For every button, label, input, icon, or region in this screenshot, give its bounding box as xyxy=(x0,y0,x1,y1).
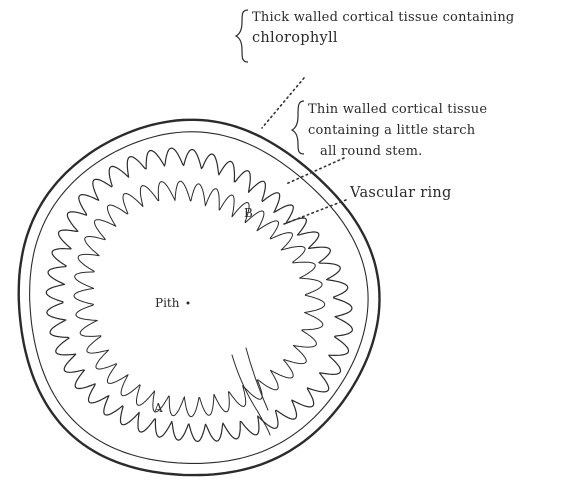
label-thick-cortex-line2: chlorophyll xyxy=(252,30,338,46)
label-vascular-ring: Vascular ring xyxy=(349,185,452,201)
label-mark-a: A xyxy=(153,401,163,415)
leader-vascular-ring xyxy=(284,200,346,224)
label-mark-b: B xyxy=(244,206,253,220)
brace-thin-cortex xyxy=(292,101,304,154)
thick-cortex-inner-boundary xyxy=(30,132,369,464)
leader-thin-cortex xyxy=(286,158,344,184)
outer-epidermis-outline xyxy=(19,120,380,475)
label-pith: Pith xyxy=(155,296,180,310)
vascular-ring-inner-edge xyxy=(74,181,325,417)
label-thin-cortex-line3: all round stem. xyxy=(320,144,423,159)
label-thin-cortex-line1: Thin walled cortical tissue xyxy=(308,102,487,117)
brace-thick-cortex xyxy=(236,10,248,62)
pith-dot xyxy=(187,302,190,305)
label-thick-cortex-line1: Thick walled cortical tissue containing xyxy=(252,10,514,25)
label-thin-cortex-line2: containing a little starch xyxy=(308,123,476,138)
